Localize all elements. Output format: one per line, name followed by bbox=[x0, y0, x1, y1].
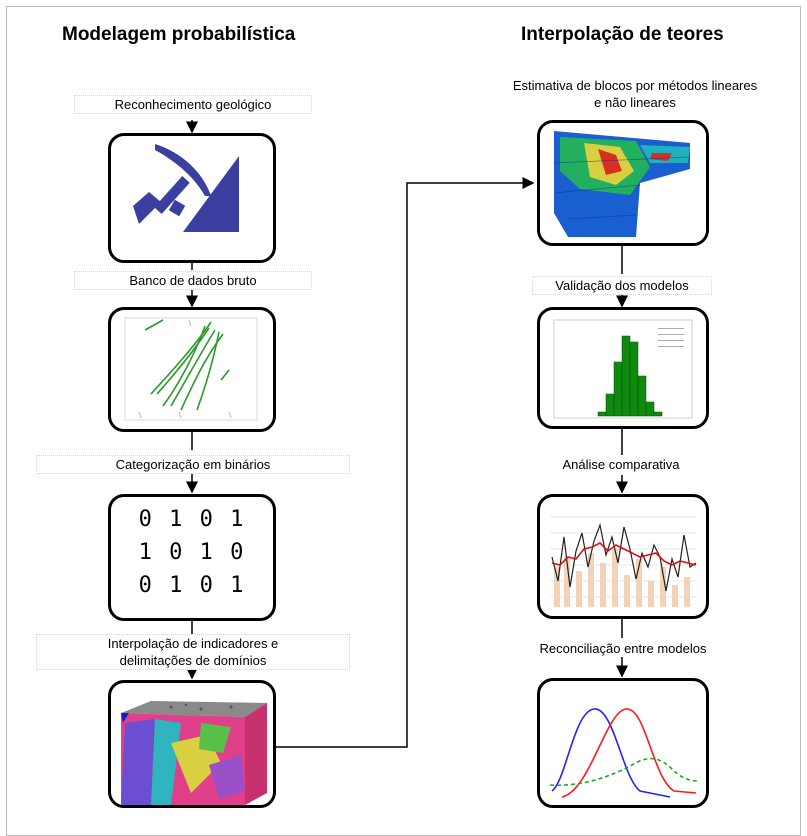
swath-plot bbox=[550, 516, 697, 607]
step-label-interpolacao-indicadores: Interpolação de indicadores e delimitaçõ… bbox=[36, 634, 350, 670]
step-label-text: Categorização em binários bbox=[115, 457, 271, 472]
card-banco-dados bbox=[108, 307, 276, 432]
step-label-estimativa: Estimativa de blocos por métodos lineare… bbox=[470, 77, 800, 111]
distribution-curves bbox=[549, 708, 699, 798]
pickaxe-icon bbox=[133, 144, 239, 232]
step-label-text: Validação dos modelos bbox=[555, 278, 689, 293]
arrow-cross-columns bbox=[273, 177, 535, 748]
step-label-reconciliacao: Reconciliação entre modelos bbox=[484, 640, 762, 657]
step-label-text: Estimativa de blocos por métodos lineare… bbox=[512, 78, 758, 93]
step-label-text: Banco de dados bruto bbox=[129, 273, 257, 288]
binary-row: 0 1 0 1 bbox=[138, 573, 246, 598]
step-label-text: delimitações de domínios bbox=[119, 653, 267, 668]
block-estimate-map bbox=[540, 123, 706, 243]
card-reconhecimento bbox=[108, 133, 276, 263]
card-interpolacao-indicadores bbox=[108, 680, 276, 808]
step-label-text: Análise comparativa bbox=[562, 457, 680, 472]
step-label-banco: Banco de dados bruto bbox=[74, 271, 312, 290]
card-reconciliacao bbox=[537, 678, 709, 808]
block-model-3d bbox=[121, 701, 267, 805]
step-label-text: Reconciliação entre modelos bbox=[539, 641, 707, 656]
binary-row: 0 1 0 1 bbox=[138, 507, 246, 532]
step-label-text: e não lineares bbox=[594, 95, 676, 110]
histogram bbox=[553, 319, 693, 419]
binary-matrix: 0 1 0 1 1 0 1 0 0 1 0 1 bbox=[111, 497, 273, 602]
card-estimativa-blocos bbox=[537, 120, 709, 246]
card-validacao bbox=[537, 307, 709, 429]
card-analise bbox=[537, 494, 709, 619]
binary-row: 1 0 1 0 bbox=[138, 540, 246, 565]
step-label-categorizacao: Categorização em binários bbox=[36, 455, 350, 474]
step-label-analise: Análise comparativa bbox=[532, 456, 710, 473]
right-column-title: Interpolação de teores bbox=[521, 24, 724, 45]
step-label-validacao: Validação dos modelos bbox=[532, 276, 712, 295]
step-label-text: Interpolação de indicadores e bbox=[107, 636, 279, 651]
step-label-reconhecimento: Reconhecimento geológico bbox=[74, 95, 312, 114]
step-label-text: Reconhecimento geológico bbox=[114, 97, 272, 112]
flow-connectors bbox=[186, 120, 628, 748]
drillhole-plot bbox=[124, 317, 258, 421]
left-column-title: Modelagem probabilística bbox=[62, 24, 296, 45]
card-categorizacao: 0 1 0 1 1 0 1 0 0 1 0 1 bbox=[108, 494, 276, 621]
